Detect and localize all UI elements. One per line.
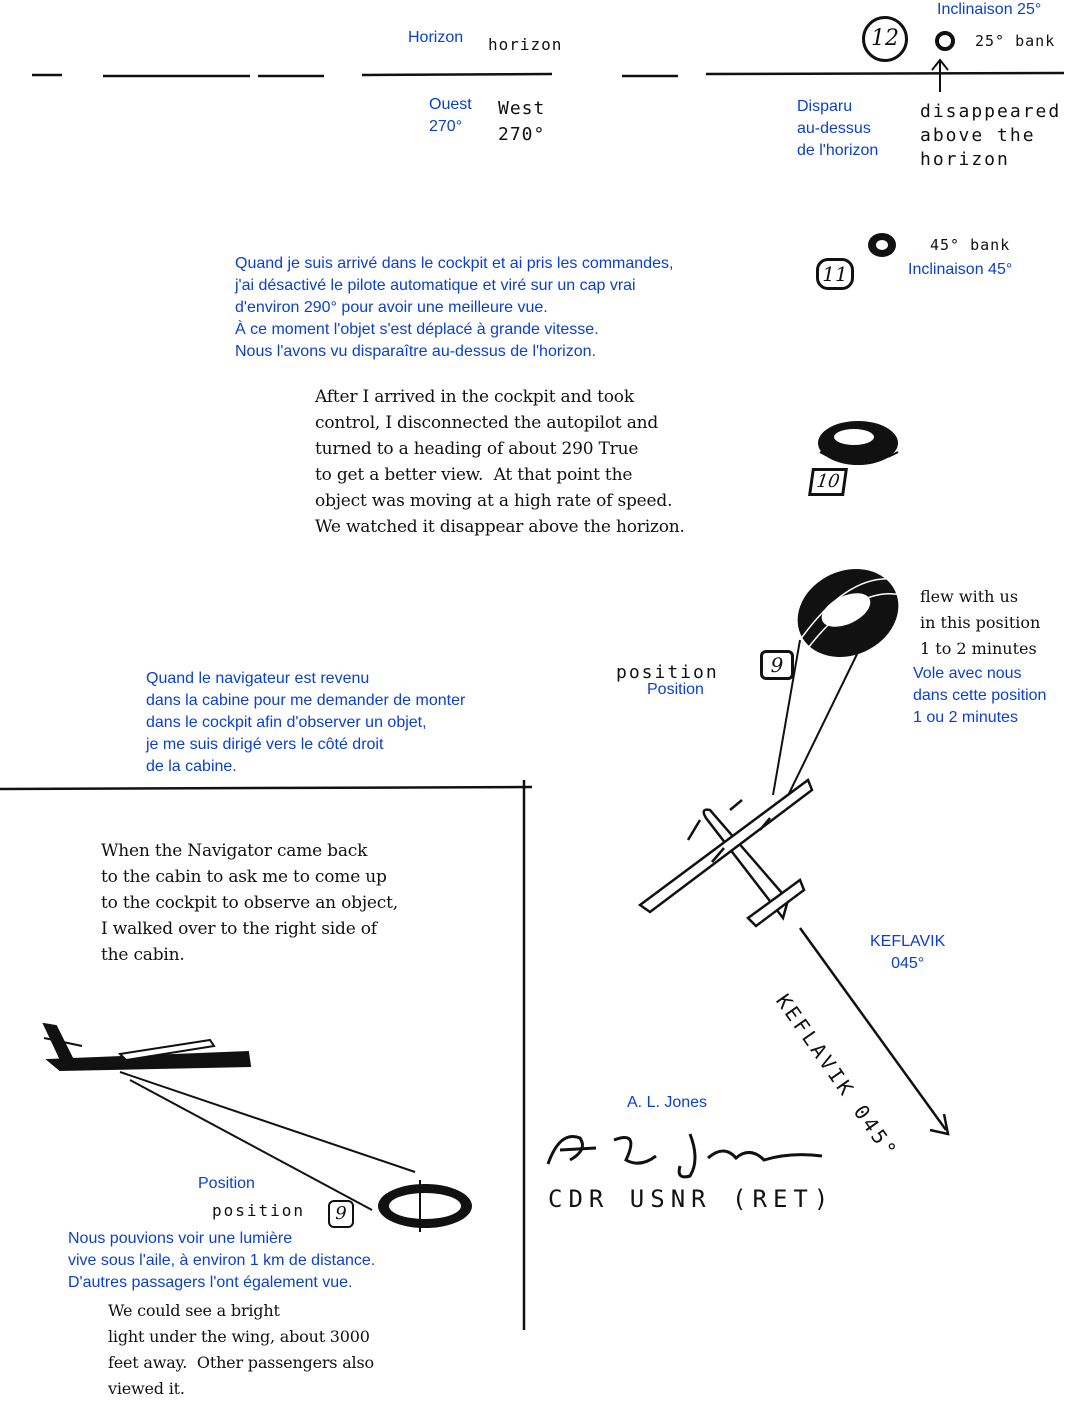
translation-light-paragraph: Nous pouvions voir une lumière vive sous…	[68, 1230, 376, 1291]
translation-navigator-paragraph: Quand le navigateur est revenu dans la c…	[146, 670, 466, 775]
object-9-under-wing	[378, 1180, 472, 1232]
object-45-bank	[868, 233, 896, 257]
translation-position-bottom: Position	[198, 1175, 255, 1192]
marker-9-bottom: 9	[328, 1200, 354, 1228]
marker-9-top: 9	[760, 650, 794, 680]
keflavik-heading-arrow	[798, 927, 950, 1136]
original-cockpit-paragraph: After I arrived in the cockpit and took …	[315, 387, 685, 537]
original-flew-with-us: flew with us in this position 1 to 2 min…	[920, 587, 1041, 658]
original-west: West 270°	[498, 98, 546, 145]
object-9-disc	[797, 569, 903, 657]
original-25-bank: 25° bank	[975, 32, 1056, 50]
original-navigator-paragraph: When the Navigator came back to the cabi…	[101, 841, 398, 965]
horizon-line	[32, 71, 1065, 78]
original-horizon: horizon	[488, 35, 563, 54]
lower-frame	[0, 780, 533, 1330]
translation-signature-name: A. L. Jones	[627, 1094, 708, 1111]
original-disappeared: disappeared above the horizon	[920, 101, 1062, 170]
airplane-side-view	[42, 1022, 252, 1072]
airplane-top-view	[637, 778, 814, 928]
translation-bank-25: Inclinaison 25°	[937, 1, 1042, 18]
translation-position-top: Position	[647, 681, 704, 698]
marker-10: 10	[808, 468, 848, 496]
object-25-bank	[931, 31, 955, 92]
translation-disappeared: Disparu au-dessus de l'horizon	[797, 98, 879, 159]
sight-lines-top	[772, 639, 861, 813]
signature-scribble	[546, 1133, 823, 1179]
translation-keflavik: KEFLAVIK 045°	[870, 933, 946, 972]
translation-cockpit-paragraph: Quand je suis arrivé dans le cockpit et …	[235, 255, 674, 360]
original-position-bottom: position	[212, 1201, 306, 1220]
translation-west: Ouest 270°	[429, 96, 472, 135]
original-position-top: position	[616, 662, 719, 683]
marker-11: 11	[816, 258, 854, 290]
translation-horizon: Horizon	[408, 29, 464, 46]
translation-flew-with-us: Vole avec nous dans cette position 1 ou …	[913, 665, 1047, 726]
marker-12: 12	[862, 16, 908, 62]
translation-bank-45: Inclinaison 45°	[908, 261, 1013, 278]
original-light-paragraph: We could see a bright light under the wi…	[108, 1301, 374, 1398]
original-signature-rank: CDR USNR (RET)	[548, 1185, 835, 1213]
sight-lines-bottom	[119, 1071, 416, 1211]
object-10	[818, 421, 899, 465]
original-45-bank: 45° bank	[930, 236, 1011, 254]
